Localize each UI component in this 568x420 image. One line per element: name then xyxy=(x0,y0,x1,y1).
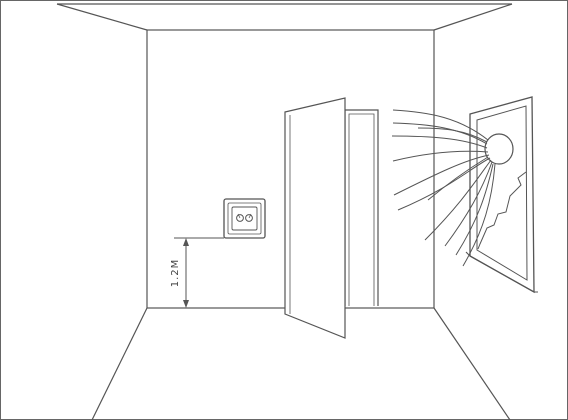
ceiling-edge-right xyxy=(433,3,513,31)
window-inner-frame xyxy=(476,105,528,281)
thermostat-dial-left xyxy=(236,214,244,222)
thermostat xyxy=(223,198,266,239)
dimension-arrowhead-top xyxy=(183,238,189,246)
window-crack xyxy=(477,171,527,250)
ceiling-edge-left xyxy=(56,3,148,31)
floor-edge-right xyxy=(433,307,511,420)
height-dimension xyxy=(174,237,224,309)
floor-edge-left xyxy=(91,307,148,420)
sun-icon xyxy=(484,133,514,165)
height-label: 1.2M xyxy=(170,259,181,288)
thermostat-display xyxy=(231,206,258,231)
open-door xyxy=(284,97,346,339)
sun-rays xyxy=(391,109,496,267)
thermostat-dial-right xyxy=(245,214,253,222)
thermostat-housing xyxy=(223,198,266,239)
dimension-arrowhead-bottom xyxy=(183,300,189,308)
thermostat-face xyxy=(227,202,262,235)
